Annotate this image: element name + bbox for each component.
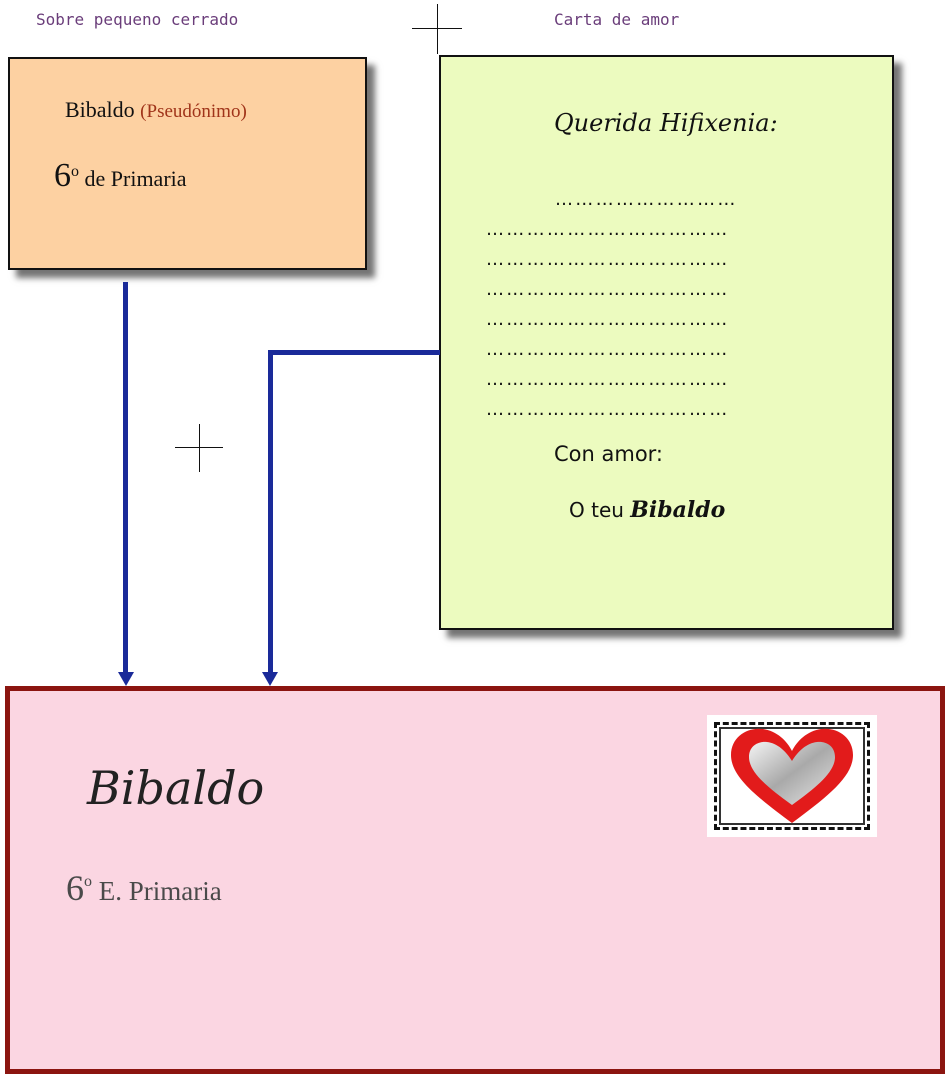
love-letter-label: Carta de amor [554, 10, 680, 29]
arrowhead-letter [262, 672, 278, 686]
connector-small-envelope [123, 282, 128, 674]
letter-signature: O teu Bibaldo [569, 497, 725, 523]
letter-dot-line: ……………………………… [486, 249, 730, 270]
letter-closing: Con amor: [554, 442, 664, 466]
letter-dot-line: ……………………………… [486, 339, 730, 360]
stamp [707, 715, 877, 837]
small-envelope-label: Sobre pequeno cerrado [36, 10, 239, 29]
signature-prefix: O teu [569, 498, 624, 522]
grade-ordinal: o [84, 873, 92, 890]
big-envelope: Bibaldo 6o E. Primaria [5, 686, 945, 1074]
small-envelope: Bibaldo (Pseudónimo) 6o de Primaria [8, 57, 367, 270]
letter-dot-line: ……………………………… [486, 369, 730, 390]
grade-number: 6 [54, 157, 71, 194]
love-letter: Querida Hifixenia: ……………………… ……………………………… [439, 55, 894, 630]
signature-name: Bibaldo [630, 497, 726, 523]
grade-text: E. Primaria [98, 876, 222, 906]
connector-letter-vertical [268, 350, 273, 674]
small-envelope-name: Bibaldo (Pseudónimo) [65, 97, 247, 123]
connector-letter-horizontal [268, 350, 440, 355]
plus-sign-left [175, 424, 223, 472]
grade-ordinal: o [71, 163, 79, 180]
letter-dot-line: ……………………………… [486, 399, 730, 420]
letter-dot-line: ……………………………… [486, 219, 730, 240]
plus-sign-top [412, 4, 462, 54]
big-envelope-grade: 6o E. Primaria [66, 867, 222, 909]
grade-number: 6 [66, 868, 84, 908]
arrowhead-small-envelope [118, 672, 134, 686]
heart-icon [731, 728, 853, 823]
pseudonym-tag: (Pseudónimo) [140, 101, 247, 122]
letter-dot-line: ……………………………… [486, 309, 730, 330]
pseudonym-name: Bibaldo [65, 97, 135, 122]
small-envelope-grade: 6o de Primaria [54, 157, 187, 195]
letter-dot-line: ……………………………… [486, 279, 730, 300]
letter-salutation: Querida Hifixenia: [554, 109, 778, 137]
big-envelope-name: Bibaldo [87, 761, 265, 815]
grade-text: de Primaria [84, 166, 187, 191]
letter-dot-line: ……………………… [555, 189, 738, 210]
